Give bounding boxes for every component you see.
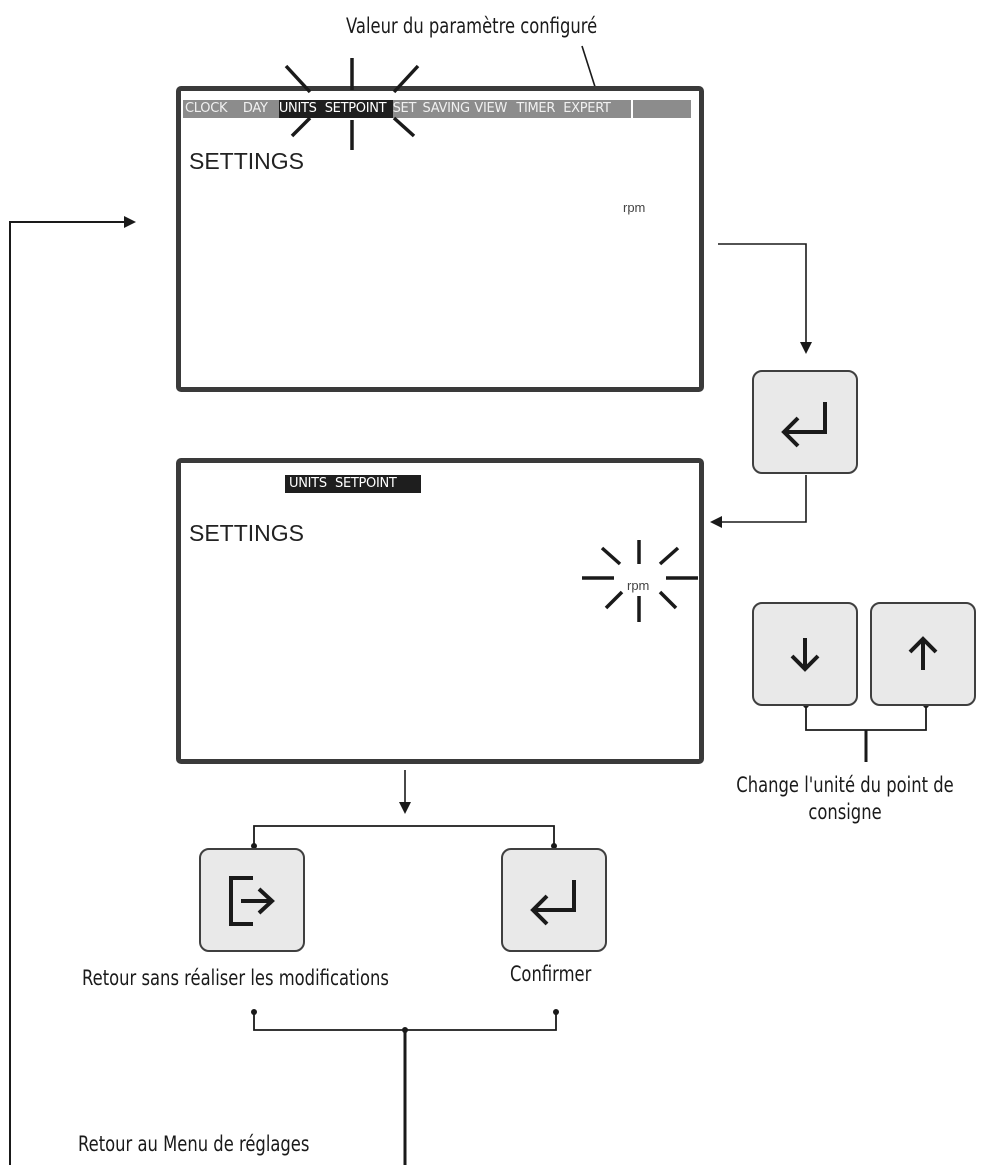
options-branch: [253, 825, 555, 848]
unit-value: rpm: [623, 200, 646, 215]
label-confirm: Confirmer: [510, 962, 592, 986]
blink-rays-setpoint: [284, 58, 420, 150]
exit-key[interactable]: [199, 848, 305, 952]
callout-parameter-value: Valeur du paramètre configuré: [346, 14, 598, 38]
label-back-to-settings-menu: Retour au Menu de réglages: [78, 1132, 310, 1156]
blink-rays-unit: [582, 540, 698, 622]
tab-expert[interactable]: EXPERT: [563, 100, 634, 118]
menu-bar: CLOCK DAY UNITS SETPOINT SET SAVING VIEW…: [183, 100, 691, 118]
settings-title: SETTINGS: [189, 520, 305, 546]
tab-saving[interactable]: SAVING: [422, 100, 475, 118]
tab-timer[interactable]: TIMER: [516, 100, 564, 118]
tab-set[interactable]: SET: [392, 100, 423, 118]
arrow-down-icon: [790, 638, 820, 672]
label-back-without-changes: Retour sans réaliser les modifications: [82, 966, 389, 990]
tab-setpoint[interactable]: SETPOINT: [324, 100, 393, 118]
tab-units[interactable]: UNITS: [285, 475, 335, 493]
tab-empty: [633, 100, 691, 118]
settings-title: SETTINGS: [189, 148, 305, 174]
unit-value-blinking: rpm: [627, 578, 650, 593]
arrow-to-enter-key: [718, 243, 812, 354]
menu-bar: UNITS SETPOINT: [285, 475, 421, 493]
tab-clock[interactable]: CLOCK: [183, 100, 243, 118]
tab-setpoint[interactable]: SETPOINT: [335, 475, 421, 493]
tab-day[interactable]: DAY: [242, 100, 279, 118]
arrow-to-screen2: [710, 475, 807, 528]
enter-icon: [530, 880, 576, 926]
enter-key[interactable]: [752, 370, 858, 474]
screen-settings-menu: CLOCK DAY UNITS SETPOINT SET SAVING VIEW…: [176, 86, 704, 392]
up-arrow-key[interactable]: [870, 602, 976, 706]
exit-icon: [229, 876, 275, 926]
screen-unit-edit: UNITS SETPOINT SETTINGS rpm: [176, 458, 704, 764]
enter-icon: [781, 402, 827, 448]
down-arrow-key[interactable]: [752, 602, 858, 706]
arrow-up-icon: [908, 636, 938, 670]
label-change-unit: Change l'unité du point de consigne: [736, 773, 954, 824]
updown-branch: [805, 705, 927, 731]
return-loop: [9, 216, 136, 1165]
confirm-enter-key[interactable]: [501, 848, 607, 952]
tab-view[interactable]: VIEW: [474, 100, 517, 118]
tab-units[interactable]: UNITS: [278, 100, 325, 118]
